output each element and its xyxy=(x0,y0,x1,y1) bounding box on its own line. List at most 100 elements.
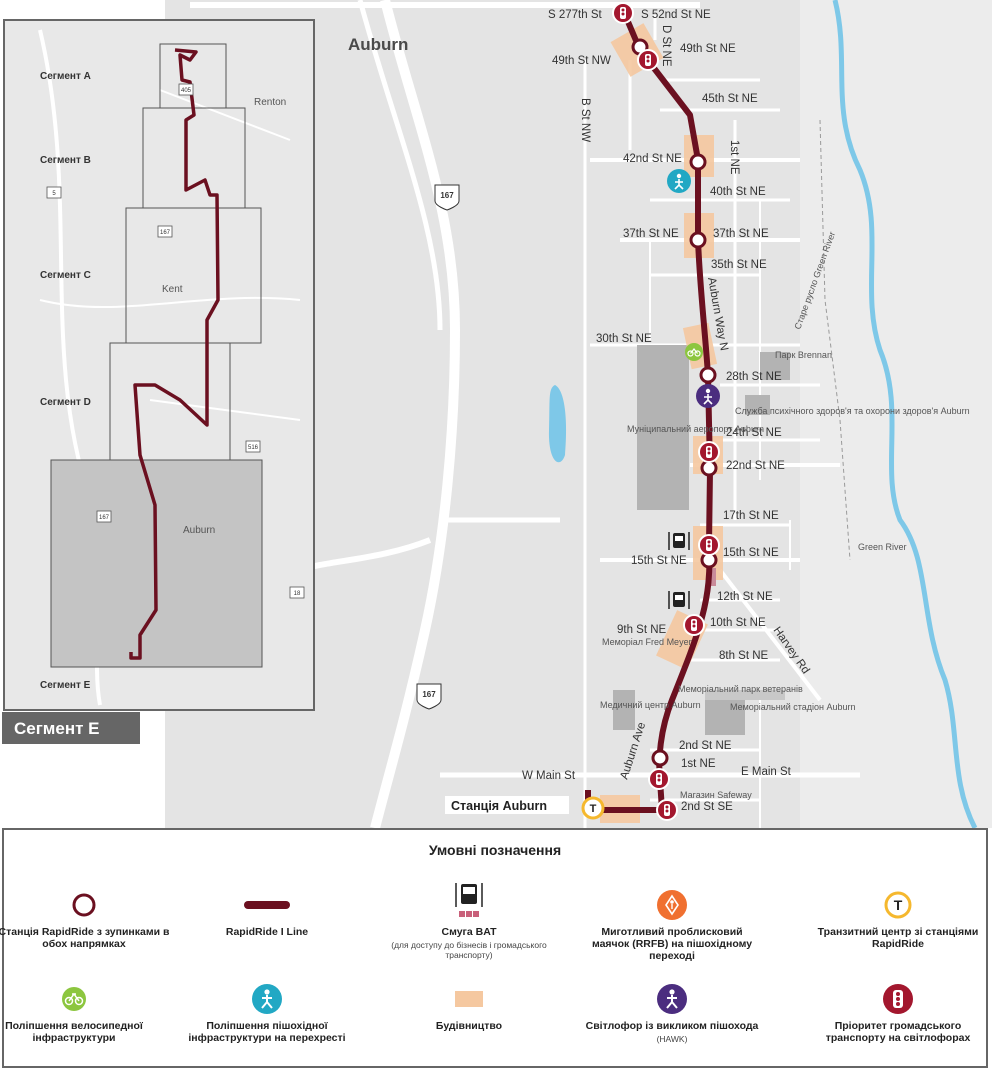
street-label: 2nd St NE xyxy=(679,740,732,752)
legend-item-construction: Будівництво xyxy=(379,982,559,1032)
bus-lane-icon xyxy=(455,883,483,917)
legend-label: Світлофор із викликом пішохода xyxy=(585,1020,759,1032)
place-label: Служба психічного здоров'я та охорони зд… xyxy=(735,406,970,416)
pond xyxy=(548,385,567,463)
street-label: 49th St NW xyxy=(552,55,611,67)
station-circle-icon xyxy=(72,893,96,917)
street-label: E Main St xyxy=(741,766,792,778)
street-label: S 52nd St NE xyxy=(641,9,711,21)
map-canvas: T 167 167 Auburn S 277th St S 52nd St NE… xyxy=(0,0,992,828)
inset-shield-label: 405 xyxy=(181,88,192,94)
legend-item-pedestrian: Поліпшення пішохідної інфраструктури на … xyxy=(177,982,357,1044)
street-label: 12th St NE xyxy=(717,591,773,603)
street-label: 15th St NE xyxy=(723,547,779,559)
street-label: 24th St NE xyxy=(726,427,782,439)
highway-167-label: 167 xyxy=(422,690,436,699)
legend-label: Транзитний центр зі станціями RapidRide xyxy=(817,926,979,950)
place-label: Меморіальний парк ветеранів xyxy=(678,684,803,694)
inset-town-label: Auburn xyxy=(183,525,215,536)
signal-priority-icon xyxy=(883,984,913,1014)
legend-label: Пріоритет громадського транспорту на сві… xyxy=(825,1020,971,1044)
street-label: 49th St NE xyxy=(680,43,736,55)
street-label: 2nd St SE xyxy=(681,801,733,813)
bike-icon xyxy=(62,987,86,1011)
street-label: D St NE xyxy=(660,25,672,67)
street-label: 37th St NE xyxy=(713,228,769,240)
inset-segment-label: Сегмент B xyxy=(40,155,91,166)
signal-priority-icons xyxy=(612,2,720,821)
svg-text:T: T xyxy=(894,897,903,913)
street-label: 1st NE xyxy=(681,758,716,770)
legend-item-station: Станція RapidRide з зупинками в обох нап… xyxy=(0,888,174,950)
street-label: 22nd St NE xyxy=(726,460,785,472)
legend-title: Умовні позначення xyxy=(428,842,562,858)
place-label: Медичний центр Auburn xyxy=(600,700,701,710)
station-2nd-ne xyxy=(651,749,669,767)
street-label: 30th St NE xyxy=(596,333,652,345)
place-label: Парк Brennan xyxy=(775,350,832,360)
hawk-icon xyxy=(657,984,687,1014)
stadium-block xyxy=(705,695,745,735)
pedestrian-icon xyxy=(667,169,691,193)
legend-item-rrfb: Миготливий проблисковий маячок (RRFB) на… xyxy=(582,888,762,962)
legend-label: Смуга BAT xyxy=(441,926,497,938)
place-label: Меморіал Fred Meyer xyxy=(602,637,692,647)
legend-item-route: RapidRide I Line xyxy=(177,888,357,938)
green-river xyxy=(832,0,978,828)
park-brennan-block xyxy=(760,352,790,380)
health-block xyxy=(745,395,770,415)
station-42nd xyxy=(689,153,707,171)
station-28th xyxy=(699,366,717,384)
street-label: 42nd St NE xyxy=(623,153,682,165)
street-label: W Main St xyxy=(522,770,576,782)
highway-167-label: 167 xyxy=(440,191,454,200)
legend-label: Станція RapidRide з зупинками в обох нап… xyxy=(0,926,170,950)
station-22nd xyxy=(700,459,718,477)
bike-icon xyxy=(685,343,703,361)
city-label: Auburn xyxy=(348,35,408,54)
inset-segment-label: Сегмент E xyxy=(40,680,91,691)
place-label: Green River xyxy=(858,542,907,552)
street-label: S 277th St xyxy=(548,9,603,21)
legend-sublabel: (HAWK) xyxy=(656,1034,688,1044)
legend-item-signal: Пріоритет громадського транспорту на сві… xyxy=(808,982,988,1044)
legend-item-bike: Поліпшення велосипедної інфраструктури xyxy=(0,982,164,1044)
street-label: 35th St NE xyxy=(711,259,767,271)
legend-label: Будівництво xyxy=(435,1020,503,1032)
legend-label: Поліпшення пішохідної інфраструктури на … xyxy=(188,1020,346,1044)
street-label: 37th St NE xyxy=(623,228,679,240)
street-label: 9th St NE xyxy=(617,624,667,636)
legend-item-transit-center: T Транзитний центр зі станціями RapidRid… xyxy=(808,888,988,950)
street-label: 15th St NE xyxy=(631,555,687,567)
inset-shield-label: 5 xyxy=(52,191,56,197)
street-label: 1st NE xyxy=(728,140,740,175)
street-label: 10th St NE xyxy=(710,617,766,629)
place-label: Муніципальний аеропорт Auburn xyxy=(627,424,764,434)
legend-item-bat: Смуга BAT (для доступу до бізнесів і гро… xyxy=(379,880,559,960)
street-label: B St NW xyxy=(579,98,591,142)
street-label: 40th St NE xyxy=(710,186,766,198)
legend-sublabel: (для доступу до бізнесів і громадського … xyxy=(391,940,547,960)
inset-shield-label: 167 xyxy=(160,230,171,236)
inset-shield-label: 167 xyxy=(99,515,110,521)
street-label: 8th St NE xyxy=(719,650,769,662)
street-label: 17th St NE xyxy=(723,510,779,522)
rrfb-icon xyxy=(657,890,687,920)
place-label: Магазин Safeway xyxy=(680,790,752,800)
pedestrian-icon xyxy=(252,984,282,1014)
station-37th xyxy=(689,231,707,249)
bus-icon xyxy=(668,591,690,609)
inset-segment-label: Сегмент D xyxy=(40,397,91,408)
highway-shield: 167 xyxy=(416,683,442,710)
transit-center-icon: T xyxy=(581,796,605,820)
highway-167 xyxy=(370,0,461,828)
airport-block xyxy=(637,345,689,510)
route-line-icon xyxy=(244,901,290,909)
station-label-box xyxy=(445,796,569,814)
inset-map: Сегмент A Сегмент B Сегмент C Сегмент D … xyxy=(2,19,315,744)
svg-text:T: T xyxy=(590,803,597,815)
station-auburn-label: Станція Auburn xyxy=(451,799,547,813)
construction-swatch-icon xyxy=(455,991,483,1007)
legend-item-hawk: Світлофор із викликом пішохода (HAWK) xyxy=(582,982,762,1044)
legend-label: Миготливий проблисковий маячок (RRFB) на… xyxy=(591,926,753,962)
